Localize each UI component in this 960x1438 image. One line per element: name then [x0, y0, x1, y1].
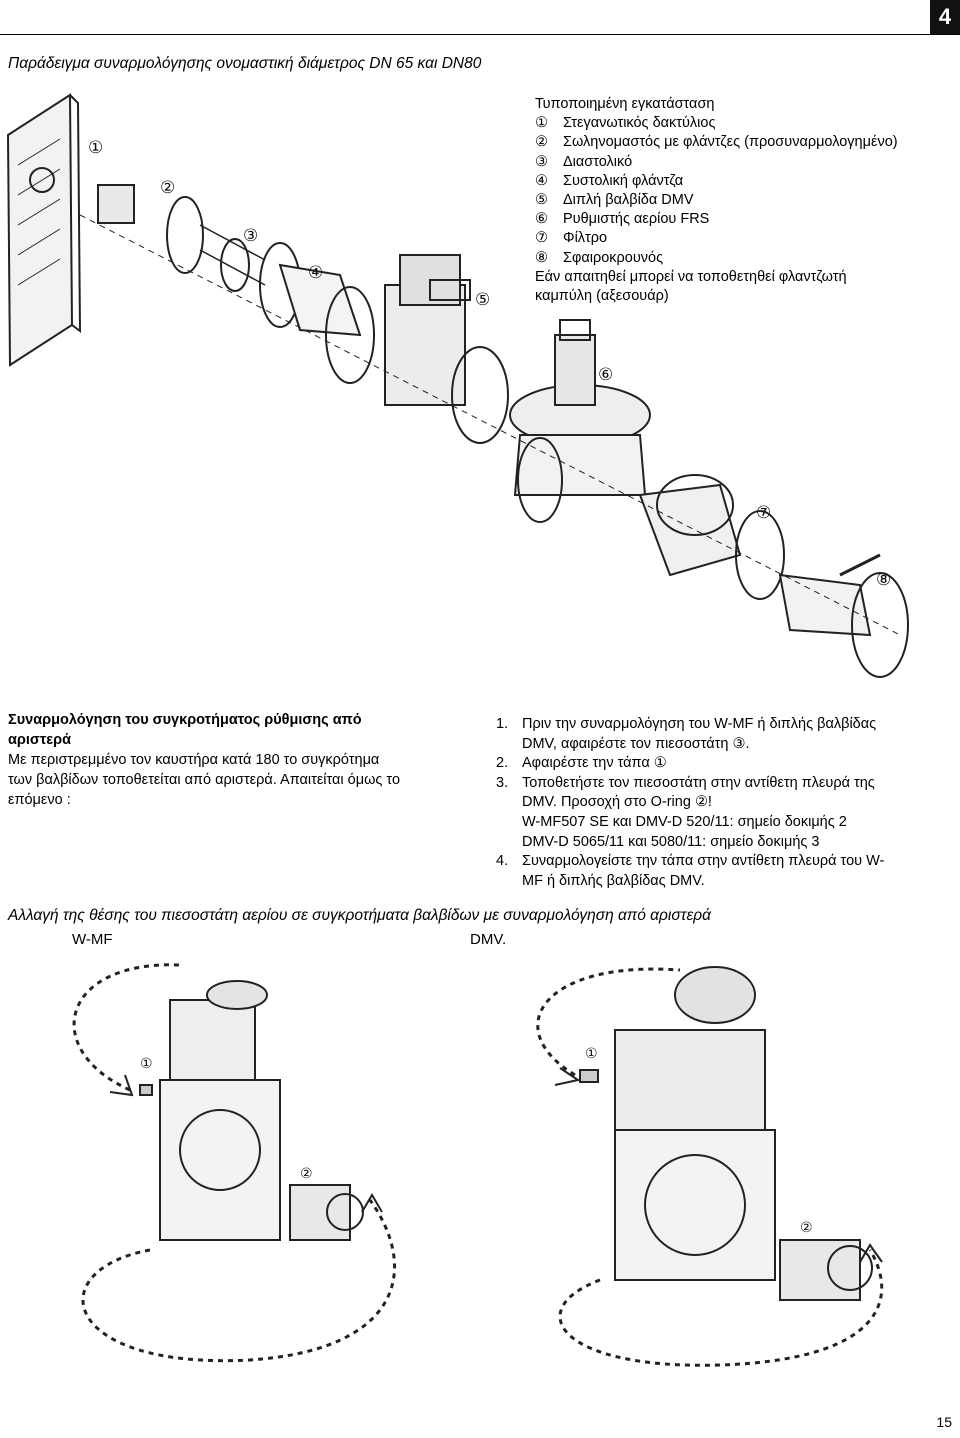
- step-item: 4.Συναρμολογείστε την τάπα στην αντίθετη…: [496, 853, 885, 889]
- callout-4: ④: [308, 263, 323, 283]
- legend-note: καμπύλη (αξεσουάρ): [535, 288, 669, 305]
- page-number: 15: [936, 1414, 952, 1430]
- page-title: Παράδειγμα συναρμολόγησης ονομαστική διά…: [8, 55, 482, 72]
- callout-1: ①: [88, 138, 103, 158]
- step-item: 3.Τοποθετήστε τον πιεσοστάτη στην αντίθε…: [496, 774, 875, 850]
- left-assembly-section: Συναρμολόγηση του συγκροτήματος ρύθμισης…: [8, 710, 463, 810]
- label-dmv: DMV.: [470, 931, 507, 948]
- callout-2: ②: [160, 178, 175, 198]
- header-rule: [0, 34, 960, 35]
- callout-3: ③: [243, 226, 258, 246]
- legend-note: Εάν απαιτηθεί μπορεί να τοποθετηθεί φλαν…: [535, 268, 847, 285]
- step-item: 1.Πριν την συναρμολόγηση του W-MF ή διπλ…: [496, 716, 877, 752]
- section-heading: αριστερά: [8, 732, 72, 748]
- section-heading: Συναρμολόγηση του συγκροτήματος ρύθμισης…: [8, 712, 362, 728]
- steps-list: 1.Πριν την συναρμολόγηση του W-MF ή διπλ…: [496, 715, 936, 891]
- callout-5: ⑤: [475, 290, 490, 310]
- legend-heading: Τυποποιημένη εγκατάσταση: [535, 96, 715, 112]
- callout-1-right: ①: [585, 1046, 598, 1062]
- section-body: επόμενο :: [8, 792, 71, 808]
- label-w-mf: W-MF: [72, 931, 113, 948]
- switch-relocation-diagram: ① ② ① ②: [0, 950, 960, 1370]
- callout-2-left: ②: [300, 1166, 313, 1182]
- callout-8: ⑧: [876, 570, 891, 590]
- assembly-diagram: ① ② ③ ④ ⑤ ⑥ ⑦ ⑧: [0, 75, 960, 695]
- chapter-tab: 4: [930, 0, 960, 34]
- section-body: Με περιστρεμμένο τον καυστήρα κατά 180 τ…: [8, 752, 380, 768]
- callout-1-left: ①: [140, 1056, 153, 1072]
- callout-2-right: ②: [800, 1220, 813, 1236]
- step-item: 2.Αφαιρέστε την τάπα ①: [496, 755, 667, 772]
- callout-6: ⑥: [598, 365, 613, 385]
- section-body: των βαλβίδων τοποθετείται από αριστερά. …: [8, 772, 401, 788]
- section-caption: Αλλαγή της θέσης του πιεσοστάτη αερίου σ…: [8, 907, 712, 924]
- callout-7: ⑦: [756, 503, 771, 523]
